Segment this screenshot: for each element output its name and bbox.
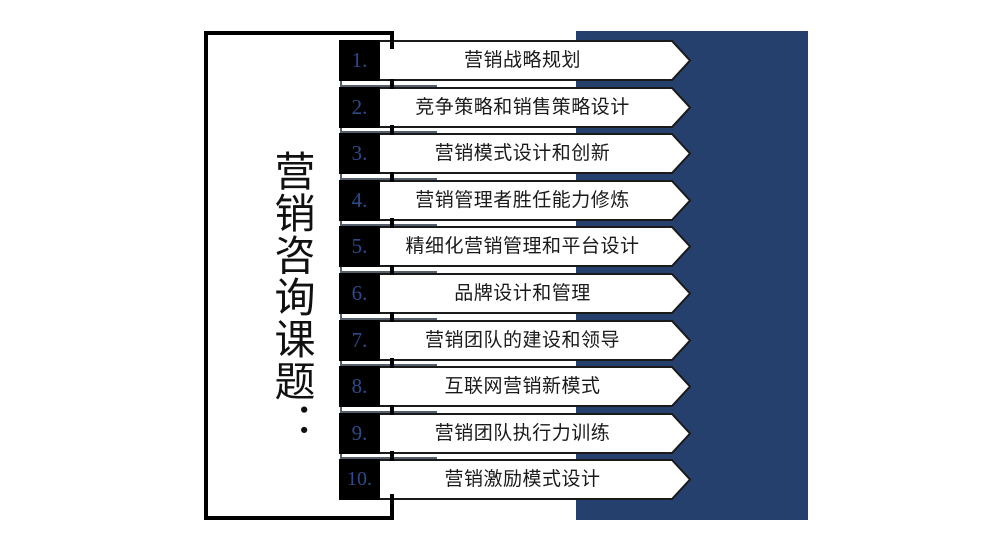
page-title: 营销咨询课题： [268, 150, 314, 444]
frame-spine-segment [390, 265, 394, 275]
connector-elbow [339, 451, 439, 460]
process-step-row[interactable]: 9. 营销团队执行力训练 [339, 412, 692, 454]
step-label: 竞争策略和销售策略设计 [415, 96, 630, 118]
frame-spine-segment [390, 451, 394, 462]
process-step-row[interactable]: 1. 营销战略规划 [339, 40, 692, 81]
step-number-chip: 6. [339, 273, 380, 314]
process-step-row[interactable]: 4. 营销管理者胜任能力修炼 [339, 179, 692, 221]
step-label: 精细化营销管理和平台设计 [405, 236, 640, 258]
step-number-chip: 5. [339, 226, 380, 268]
process-step-row[interactable]: 2. 竞争策略和销售策略设计 [339, 86, 692, 128]
process-step-row[interactable]: 5. 精细化营销管理和平台设计 [339, 226, 692, 268]
process-step-row[interactable]: 10. 营销激励模式设计 [339, 459, 692, 501]
frame-spine-top [390, 31, 394, 49]
connector-elbow [339, 312, 439, 321]
step-label: 营销管理者胜任能力修炼 [415, 189, 630, 211]
frame-spine-segment [390, 358, 394, 369]
frame-spine-segment [390, 171, 394, 182]
connector-elbow [339, 265, 439, 274]
step-number-chip: 4. [339, 179, 380, 221]
connector-elbow [339, 218, 439, 227]
connector-elbow [339, 79, 439, 88]
process-step-row[interactable]: 7. 营销团队的建设和领导 [339, 319, 692, 361]
frame-spine-segment [390, 78, 394, 89]
process-step-row[interactable]: 3. 营销模式设计和创新 [339, 133, 692, 175]
frame-spine-segment [390, 404, 394, 415]
step-number-chip: 1. [339, 40, 380, 81]
step-number-chip: 3. [339, 133, 380, 175]
step-number-chip: 9. [339, 412, 380, 454]
frame-spine-bottom [390, 494, 394, 520]
step-number-chip: 7. [339, 319, 380, 361]
step-number-chip: 10. [339, 459, 380, 501]
step-label: 营销团队的建设和领导 [424, 329, 620, 351]
step-label: 营销激励模式设计 [444, 469, 601, 491]
connector-elbow [339, 358, 439, 367]
process-step-row[interactable]: 8. 互联网营销新模式 [339, 366, 692, 408]
step-label: 营销模式设计和创新 [434, 143, 611, 165]
connector-elbow [339, 125, 439, 134]
step-number-chip: 8. [339, 366, 380, 408]
frame-spine-segment [390, 218, 394, 229]
step-label: 互联网营销新模式 [444, 376, 601, 398]
connector-elbow [339, 405, 439, 414]
step-label: 营销战略规划 [463, 50, 581, 71]
step-label: 品牌设计和管理 [454, 283, 591, 304]
frame-spine-segment [390, 125, 394, 136]
step-number-chip: 2. [339, 86, 380, 128]
step-label: 营销团队执行力训练 [434, 422, 611, 444]
frame-spine-segment [390, 311, 394, 322]
process-step-row[interactable]: 6. 品牌设计和管理 [339, 273, 692, 314]
connector-elbow [339, 172, 439, 181]
